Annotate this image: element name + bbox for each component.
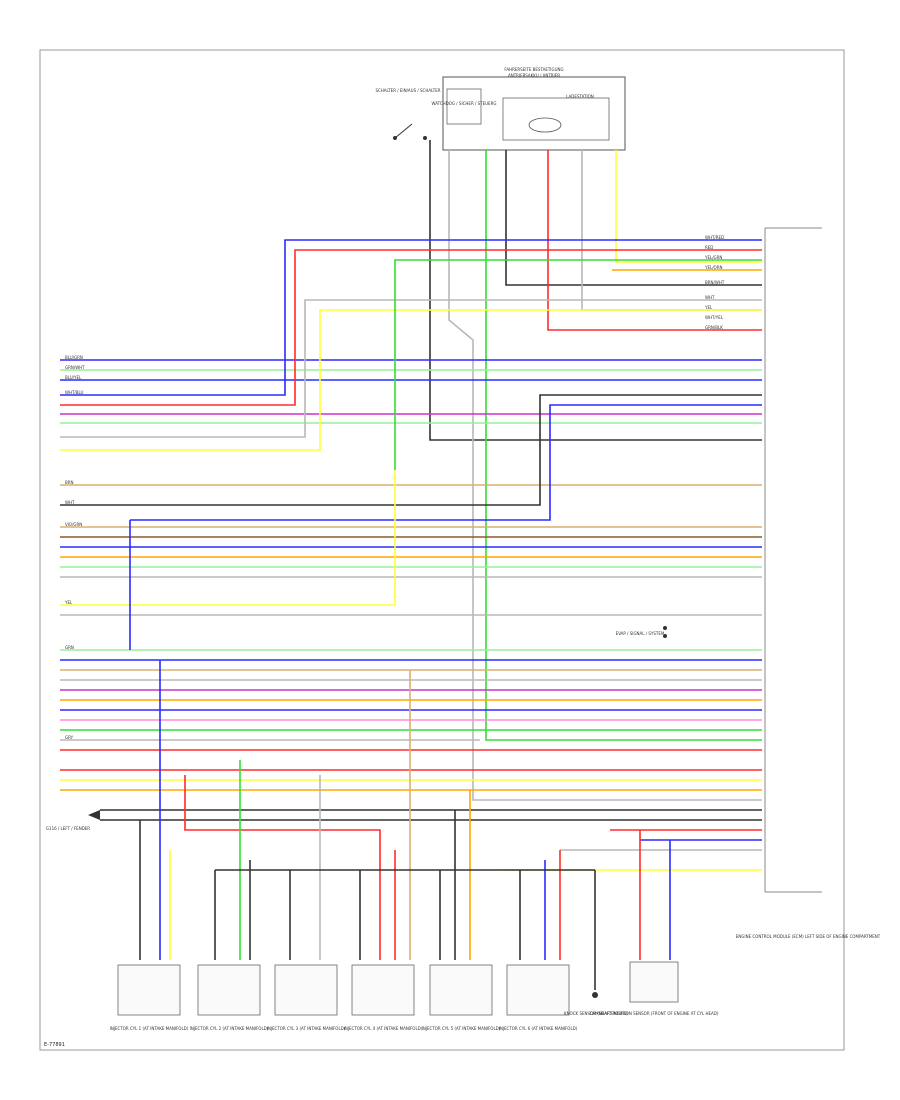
svg-text:WHT/RED: WHT/RED [705,235,724,240]
watchdog-label: WATCHDOG / SICHER / STEUERG [432,101,497,106]
footer-code: E-77891 [44,1042,65,1048]
caption-injector-1: INJECTOR CYL 1 (AT INTAKE MANIFOLD) [110,1026,189,1031]
middle-harness [60,394,762,651]
caption-knock-sensor: KNOCK SENSOR (NEAR ENGINE) [564,1011,628,1016]
svg-text:GRN/WHT: GRN/WHT [65,365,85,370]
caption-injector-4: INJECTOR CYL 4 (AT INTAKE MANIFOLD) [344,1026,423,1031]
caption-injector-6: INJECTOR CYL 6 (AT INTAKE MANIFOLD) [499,1026,578,1031]
ecm-caption: ENGINE CONTROL MODULE (ECM) LEFT SIDE OF… [736,934,881,939]
injector-boxes [117,961,679,1016]
svg-text:WHT/YEL: WHT/YEL [705,315,724,320]
knock-sensor-icon [592,992,598,998]
left-ground-label: G116 / LEFT / FENDER [46,826,90,831]
svg-text:YEL/ORN: YEL/ORN [704,265,722,270]
svg-text:RED: RED [705,245,713,250]
lower-harness [60,659,762,871]
top-switch-icon [393,123,427,140]
svg-text:WHT/BLU: WHT/BLU [65,390,84,395]
upper-harness [60,239,762,470]
wire-label-group: WHT/RED RED YEL/GRN YEL/ORN BRN/WHT WHT … [64,235,725,740]
svg-text:GRN/BLK: GRN/BLK [705,325,723,330]
caption-camshaft-sensor: CAMSHAFT POSITION SENSOR (FRONT OF ENGIN… [590,1011,719,1016]
svg-text:BLU/GRN: BLU/GRN [65,355,83,360]
caption-injector-5: INJECTOR CYL 5 (AT INTAKE MANIFOLD) [422,1026,501,1031]
left-ground-icon [88,810,100,820]
svg-text:YEL/GRN: YEL/GRN [704,255,722,260]
svg-text:WHT: WHT [705,295,715,300]
top-module-subtitle: ANTRIEBSAKKU / ANTRIEB [508,73,560,78]
injector-feeds [139,660,671,990]
diagram-border [39,49,845,1051]
svg-text:YEL: YEL [64,600,73,605]
svg-text:BRN/WHT: BRN/WHT [705,280,725,285]
caption-injector-2: INJECTOR CYL 2 (AT INTAKE MANIFOLD) [190,1026,269,1031]
evap-label: EVAP / SIGNAL / SYSTEM [616,631,665,636]
top-module-box [442,76,626,151]
watchdog-box [446,88,482,125]
charger-box [502,97,610,141]
charger-component [528,117,562,133]
svg-text:GRN: GRN [65,645,74,650]
svg-text:BRN: BRN [65,480,74,485]
svg-text:WHT: WHT [65,500,75,505]
top-switch-label: SCHALTER / EIN/AUS / SCHALTER [375,88,440,93]
svg-text:BLU/YEL: BLU/YEL [65,375,82,380]
caption-injector-3: INJECTOR CYL 3 (AT INTAKE MANIFOLD) [267,1026,346,1031]
svg-text:YEL: YEL [704,305,713,310]
charger-label: LADESTATION [566,94,594,99]
evap-terminal-icon [663,626,667,630]
svg-text:GRY: GRY [65,735,74,740]
svg-text:VIO/GRN: VIO/GRN [65,522,82,527]
top-module-title: FAHRERSEITE BESTAETIGUNG [504,67,563,72]
